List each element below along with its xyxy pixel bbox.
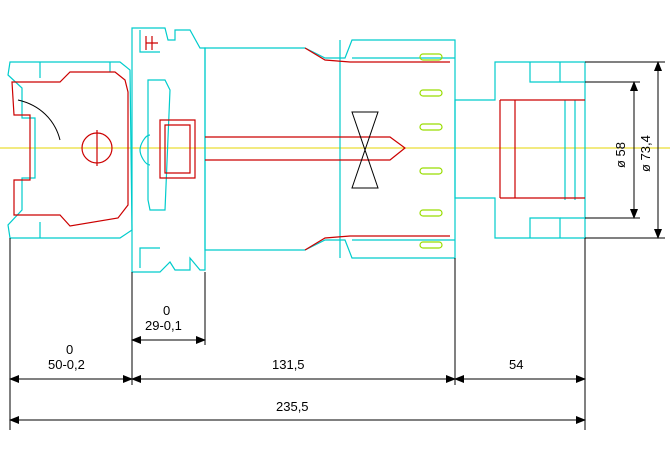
dim-dia734-value: ø 73,4 [638,135,653,172]
flange [131,27,206,273]
dim-235-value: 235,5 [276,399,309,414]
dim-50-value: 50-0,2 [48,357,85,372]
dimension-lines [9,61,662,424]
dim-dia58-value: ø 58 [613,142,628,168]
dim-54-value: 54 [509,357,523,372]
hsk-shank [7,61,133,239]
extension-lines [9,61,665,430]
dim-131-value: 131,5 [272,357,305,372]
dim-29-value: 29-0,1 [145,318,182,333]
coolant-slots [419,53,443,249]
dim-50-tol-upper: 0 [66,342,73,357]
chuck-body [204,39,456,259]
clamping-nut [454,61,586,239]
dim-29-tol-upper: 0 [163,303,170,318]
